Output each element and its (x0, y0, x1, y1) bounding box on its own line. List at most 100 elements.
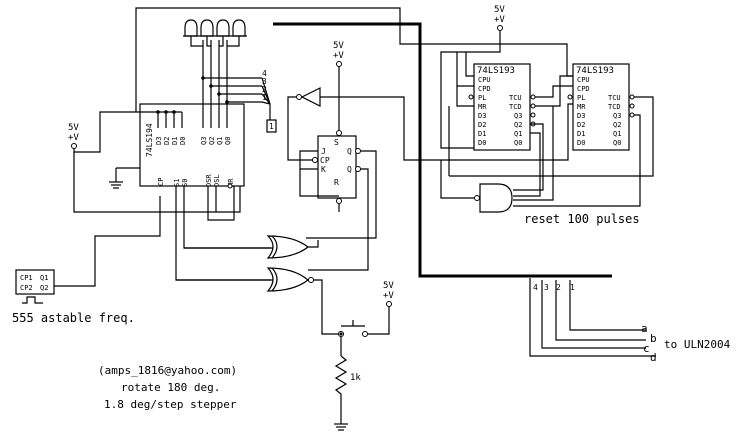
ic-74ls194-pin-d3: D3 (155, 137, 163, 145)
bus-label-1: 1 (262, 93, 267, 102)
ic-74ls193-b-pl-bubble (567, 94, 573, 100)
ic-74ls193-a-tcu: TCU (509, 94, 522, 102)
vcc-center-plusv: +V (333, 51, 344, 61)
wire-q-outputs (202, 104, 228, 128)
vcc-center-label: 5V (333, 41, 344, 51)
jk-clock-bubble (312, 157, 318, 163)
ic-74ls193-b-cpu: CPU (577, 76, 590, 84)
ic-74ls193-b-body (572, 63, 630, 151)
jk-set-bubble (336, 130, 342, 136)
wire-s0 (183, 186, 276, 249)
ic-74ls194-pin-cp: CP (157, 178, 165, 186)
jk-pin-qbar: Q (347, 165, 352, 174)
wire-jk-qbar (308, 168, 369, 271)
ic-74ls193-a-pl: PL (478, 94, 486, 102)
ic-74ls193-b-q0: Q0 (613, 139, 621, 147)
vcc-left-plusv: +V (68, 133, 79, 143)
wire-button-vcc (368, 307, 390, 335)
ic-555-pin-cp1: CP1 (20, 274, 33, 282)
or-gate-2-bubble (308, 277, 314, 283)
wire-out-b (555, 280, 646, 341)
vcc-left-label: 5V (68, 123, 79, 133)
wire-q2-to-and (513, 106, 554, 201)
wire-or1-out (308, 240, 319, 248)
ic-74ls194-pin-dsr: DSR (205, 174, 213, 187)
note-email: (amps_1816@yahoo.com) (98, 364, 237, 377)
ground-symbol-194 (109, 181, 123, 189)
ic-74ls194-pin-s1: S1 (173, 179, 181, 187)
wire-dsr-dsl (207, 186, 235, 221)
wire-and-out (440, 160, 474, 199)
vcc-button-label: 5V (383, 281, 394, 291)
vcc-left-terminal (71, 143, 77, 149)
led-1-icon (184, 19, 198, 37)
vcc-button-plusv: +V (383, 291, 394, 301)
mr-bubble (227, 183, 233, 189)
out-letter-a: a (641, 322, 648, 335)
ic-74ls193-b-tcu: TCU (608, 94, 621, 102)
jk-reset-bubble (336, 198, 342, 204)
ic-74ls193-a-q1: Q1 (514, 130, 522, 138)
jk-pin-cp: CP (320, 156, 330, 165)
ic-74ls193-b-q3: Q3 (613, 112, 621, 120)
ic-555-pin-cp2: CP2 (20, 284, 33, 292)
jk-q-bubble (355, 148, 361, 154)
wire-jk-inputs (299, 150, 339, 197)
ic-74ls193-b: 74LS193 CPU CPD PL MR D3 D2 D1 D0 TCU TC… (567, 63, 635, 151)
or-gate-1 (266, 235, 309, 259)
ic-555-body (15, 269, 55, 295)
wire-q3b-to-and (513, 114, 641, 207)
push-button-switch (338, 320, 368, 337)
or-gate-2-body (266, 267, 309, 292)
wire-vcc-left (73, 111, 135, 153)
ic-74ls193-a-mr: MR (478, 103, 487, 111)
ic-74ls194-pin-d0: D0 (179, 137, 187, 145)
out-letter-d: d (650, 351, 657, 364)
led-3-icon (216, 19, 230, 37)
jk-pin-j: J (321, 147, 326, 156)
jk-qbar-bubble (355, 166, 361, 172)
wire-or2-out (313, 279, 338, 335)
ic-74ls194-label: 74LS194 (145, 123, 154, 157)
ic-74ls193-b-tcd: TCD (608, 103, 621, 111)
ic-74ls193-b-mr: MR (577, 103, 586, 111)
vcc-right-terminal (497, 25, 503, 31)
out-label-1: 1 (570, 283, 575, 292)
wire-inverter-in (320, 96, 573, 161)
led-4-icon (232, 19, 246, 37)
square-wave-icon (22, 296, 43, 304)
note-stepper: 1.8 deg/step stepper (104, 398, 237, 411)
ic-74ls193-a: 74LS193 CPU CPD PL MR D3 D2 D1 D0 TCU TC… (468, 63, 536, 151)
wire-q-to-and (513, 123, 544, 197)
wire-inverter-out (287, 96, 314, 161)
wire-counter-cascade (535, 75, 573, 107)
ic-74ls194-pin-mr: MR (227, 178, 235, 187)
vcc-right-label: 5V (494, 5, 505, 15)
out-label-2: 2 (556, 283, 561, 292)
ic-74ls193-a-q3: Q3 (514, 112, 522, 120)
or-gate-2 (266, 267, 314, 292)
wire-led-drops (202, 40, 228, 104)
ic-74ls193-b-label: 74LS193 (576, 66, 614, 76)
vcc-right-plusv: +V (494, 15, 505, 25)
wire-bus-junction (261, 77, 271, 120)
inverter-bubble (296, 94, 302, 100)
ic-74ls193-b-cpd: CPD (577, 85, 590, 93)
label-reset-pulses: reset 100 pulses (524, 212, 640, 226)
wire-bus-1234 (203, 77, 262, 103)
label-to-uln2004: to ULN2004 (664, 338, 731, 351)
ic-74ls193-a-cpu: CPU (478, 76, 491, 84)
vcc-5v-right: 5V +V (494, 5, 505, 31)
vcc-center-terminal (336, 61, 342, 67)
ground-symbol-resistor (334, 423, 348, 431)
ic-74ls193-a-d3: D3 (478, 112, 486, 120)
wire-dsr-bottom (73, 152, 241, 213)
ic-74ls193-a-q0: Q0 (514, 139, 522, 147)
bus-connector-label: 1 (269, 122, 274, 131)
out-letter-b: b (650, 332, 657, 345)
and-gate (474, 183, 513, 213)
wire-out-c (541, 280, 646, 349)
resistor-label: 1k (350, 373, 361, 383)
ic-74ls193-a-pl-bubble (468, 94, 474, 100)
and-gate-bubble (474, 195, 480, 201)
